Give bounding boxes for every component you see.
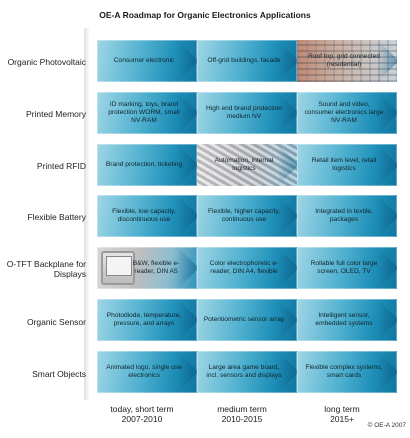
column-term: medium term <box>217 404 267 414</box>
row-label-printed-memory: Printed Memory <box>26 109 86 119</box>
row-label-printed-rfid: Printed RFID <box>36 161 86 171</box>
cell-smart-objects-long: Flexible complex systems, smart cards <box>297 351 397 393</box>
cell-text: Flexible, low capacity, discontinuous us… <box>112 208 176 223</box>
cell-sensor-short: Photodiode, temperature, pressure, and a… <box>97 299 197 341</box>
cell-text: Intelligent sensor, embedded systems <box>315 312 373 327</box>
cell-text: Retail item level, retail logistics <box>311 157 377 172</box>
row-label-organic-sensor: Organic Sensor <box>26 317 86 327</box>
cell-sensor-medium: Potentiometric sensor array <box>197 299 297 341</box>
cell-photovoltaic-long: Roof top, grid connected (residential) <box>297 40 397 82</box>
cell-backplane-short: B&W, flexible e-reader, DIN A5 <box>97 247 197 289</box>
row-label-flexible-battery: Flexible Battery <box>27 212 86 222</box>
cell-text: Roof top, grid connected (residential) <box>308 53 380 68</box>
cell-text: Rollable full color large screen, OLED, … <box>310 260 378 275</box>
e-reader-image <box>101 251 135 285</box>
row-label-organic-photovoltaic: Organic Photovoltaic <box>7 57 86 67</box>
cell-rfid-short: Brand protection, ticketing <box>97 144 197 186</box>
column-term: today, short term <box>110 404 174 414</box>
cell-text: Color electrophoretic e-reader, DIN A4, … <box>209 260 279 275</box>
cell-text: Brand protection, ticketing <box>105 161 183 168</box>
cell-text: Consumer electronic <box>113 57 175 64</box>
cell-text: Off-grid buildings, facade <box>207 57 281 64</box>
cell-battery-long: Integrated in textile, packages <box>297 195 397 237</box>
cell-backplane-long: Rollable full color large screen, OLED, … <box>297 247 397 289</box>
column-years: 2007-2010 <box>121 414 163 424</box>
cell-memory-short: ID marking, toys, brand protection WORM,… <box>97 92 197 134</box>
cell-photovoltaic-medium: Off-grid buildings, facade <box>197 40 297 82</box>
cell-text: Large area game board, incl. sensors and… <box>206 364 282 379</box>
column-label-short-term: today, short term 2007-2010 <box>92 404 192 424</box>
cell-photovoltaic-short: Consumer electronic <box>97 40 197 82</box>
row-label-divider <box>84 28 90 400</box>
cell-text: ID marking, toys, brand protection WORM,… <box>108 101 180 124</box>
cell-text: Automation, internal logistics <box>214 157 274 172</box>
cell-text: Integrated in textile, packages <box>315 208 373 223</box>
cell-sensor-long: Intelligent sensor, embedded systems <box>297 299 397 341</box>
cell-rfid-medium: Automation, internal logistics <box>197 144 297 186</box>
chart-title: OE-A Roadmap for Organic Electronics App… <box>99 10 311 20</box>
cell-battery-medium: Flexible, higher capacity, continuous us… <box>197 195 297 237</box>
cell-text: High end brand protection medium NV <box>206 105 282 120</box>
cell-battery-short: Flexible, low capacity, discontinuous us… <box>97 195 197 237</box>
cell-smart-objects-medium: Large area game board, incl. sensors and… <box>197 351 297 393</box>
copyright-notice: © OE-A 2007 <box>367 422 406 429</box>
column-years: 2015+ <box>330 414 354 424</box>
cell-rfid-long: Retail item level, retail logistics <box>297 144 397 186</box>
row-label-otft-backplane: O-TFT Backplane for Displays <box>6 259 86 279</box>
cell-text: Potentiometric sensor array <box>203 316 285 323</box>
cell-text: Flexible, higher capacity, continuous us… <box>207 208 281 223</box>
column-label-medium-term: medium term 2010-2015 <box>192 404 292 424</box>
cell-smart-objects-short: Animated logo, single use electronics <box>97 351 197 393</box>
row-label-smart-objects: Smart Objects <box>32 369 86 379</box>
cell-text: Animated logo, single use electronics <box>106 364 182 379</box>
cell-backplane-medium: Color electrophoretic e-reader, DIN A4, … <box>197 247 297 289</box>
cell-text: B&W, flexible e-reader, DIN A5 <box>132 260 180 275</box>
cell-text: Sound and video, consumer electronics la… <box>304 101 384 124</box>
column-label-long-term: long term 2015+ <box>292 404 392 424</box>
cell-text: Photodiode, temperature, pressure, and a… <box>106 312 182 327</box>
cell-memory-medium: High end brand protection medium NV <box>197 92 297 134</box>
column-term: long term <box>324 404 360 414</box>
cell-memory-long: Sound and video, consumer electronics la… <box>297 92 397 134</box>
cell-text: Flexible complex systems, smart cards <box>305 364 383 379</box>
column-years: 2010-2015 <box>221 414 263 424</box>
